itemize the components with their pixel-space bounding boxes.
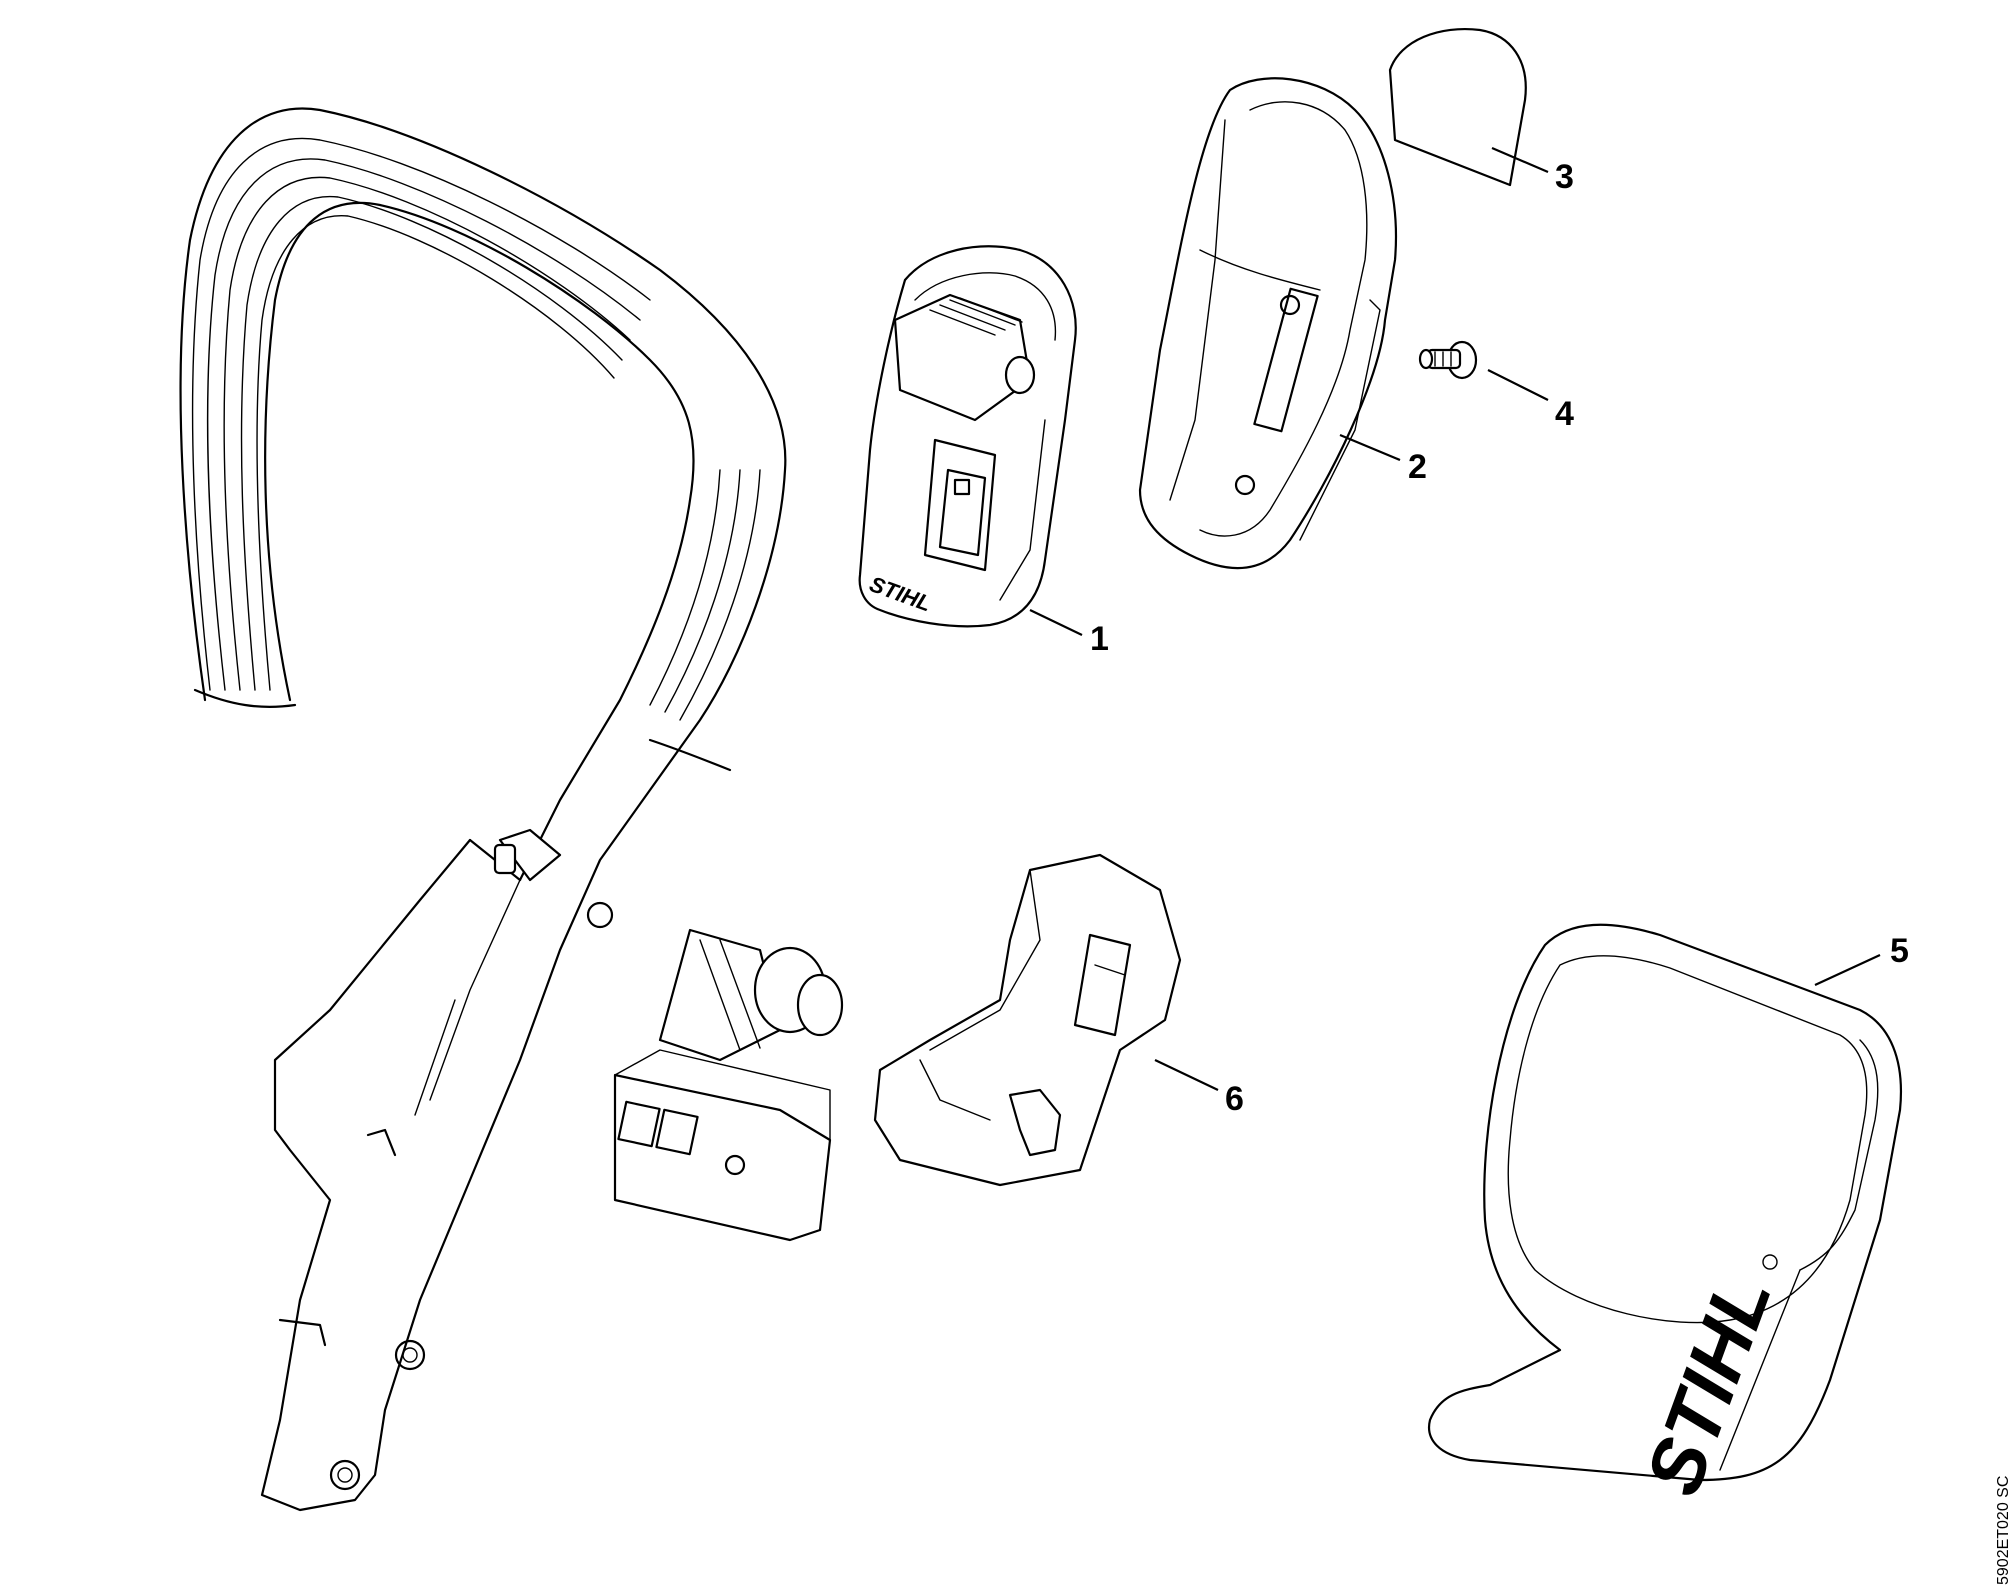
callout-2: 2	[1408, 448, 1427, 486]
part-1-switch: STIHL	[858, 245, 1077, 628]
drawing-reference-code: 5902ET020 SC	[1995, 1476, 2012, 1585]
callouts: 1 2 3 4 5 6	[1029, 146, 1909, 1118]
callout-5: 5	[1890, 932, 1909, 970]
part-6-clip	[873, 853, 1182, 1187]
callout-6: 6	[1225, 1080, 1244, 1118]
connector-block	[613, 928, 844, 1242]
part-4-screw	[1418, 340, 1478, 380]
callout-3: 3	[1555, 158, 1574, 196]
part-3-label	[1388, 28, 1527, 187]
part-5-cover: STIHL	[1427, 923, 1902, 1506]
part-2-shroud	[1138, 77, 1398, 570]
handlebar-part	[179, 107, 787, 1512]
callout-4: 4	[1555, 395, 1574, 433]
callout-1: 1	[1090, 620, 1109, 658]
